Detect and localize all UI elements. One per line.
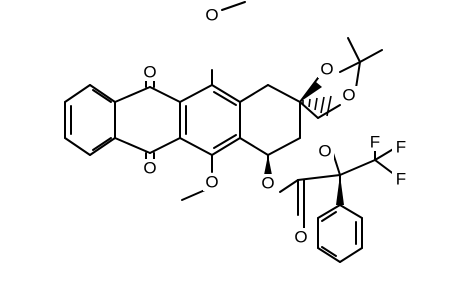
stereo-bonds: [264, 82, 344, 205]
ketone-bottom-oxygen: O: [141, 159, 159, 178]
dioxolane-wedge-bond: [300, 82, 322, 102]
svg-text:O: O: [318, 142, 331, 161]
carbonyl-oxygen: O: [292, 228, 310, 247]
svg-text:O: O: [205, 173, 218, 192]
fluorine-2: F: [392, 138, 410, 157]
svg-text:O: O: [261, 174, 274, 193]
phenyl-wedge-bond: [336, 175, 344, 205]
svg-text:O: O: [143, 159, 156, 178]
fluorine-3: F: [392, 170, 410, 189]
dioxolane-oxygen-1: O: [318, 60, 336, 79]
dioxolane-oxygen-2: O: [340, 86, 358, 105]
methoxy-bottom-oxygen: O: [203, 173, 221, 192]
svg-text:O: O: [143, 63, 156, 82]
mosher-methoxy-oxygen: O: [316, 142, 334, 161]
ester-wedge-bond: [264, 155, 272, 175]
svg-text:F: F: [396, 170, 406, 189]
atom-labels: O O O O O O O O: [141, 6, 410, 247]
svg-text:O: O: [294, 228, 307, 247]
ester-oxygen: O: [259, 174, 277, 193]
svg-text:O: O: [205, 6, 218, 25]
fluorine-1: F: [366, 133, 384, 152]
svg-text:F: F: [396, 138, 406, 157]
ketone-top-oxygen: O: [141, 63, 159, 82]
methoxy-top-oxygen: O: [203, 6, 221, 25]
svg-text:O: O: [342, 86, 355, 105]
bond-lines: [64, 1, 396, 263]
svg-text:F: F: [370, 133, 380, 152]
svg-text:O: O: [320, 60, 333, 79]
hashed-bond: [302, 95, 332, 117]
